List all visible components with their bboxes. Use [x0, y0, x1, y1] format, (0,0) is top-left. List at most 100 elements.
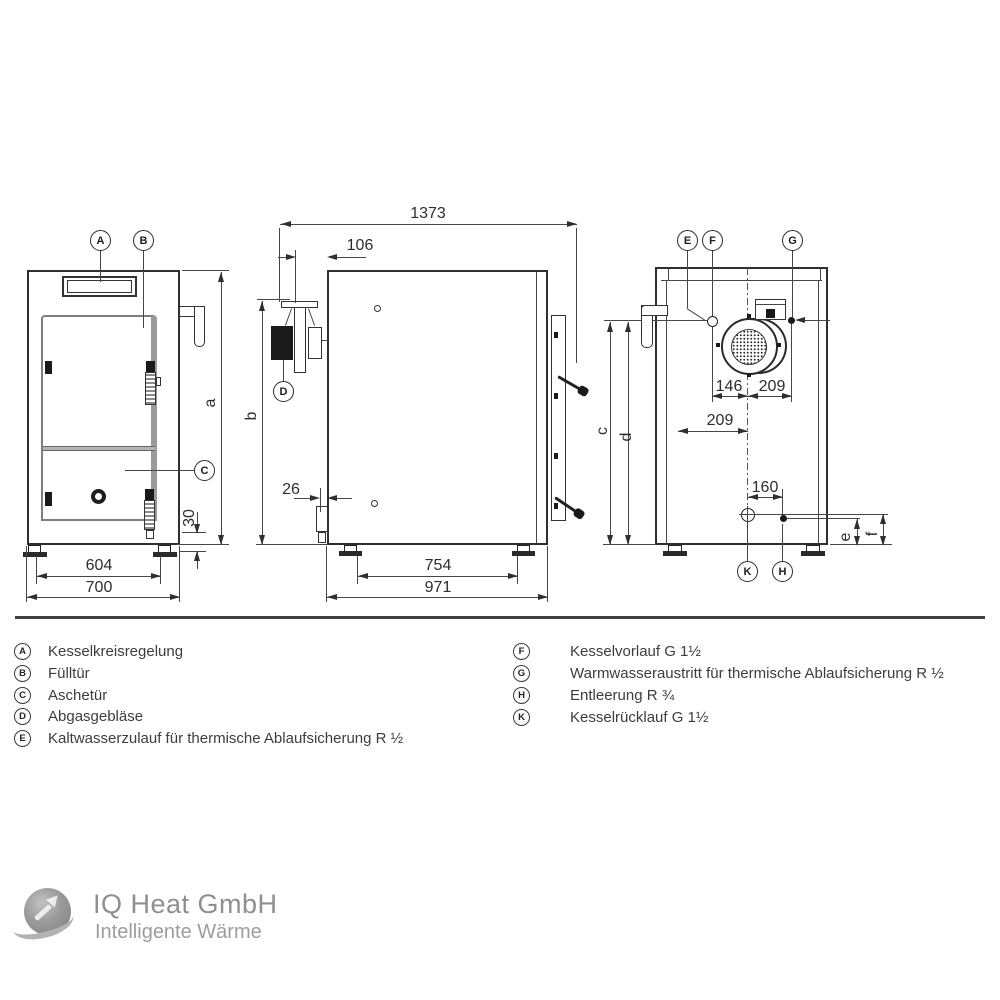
- legend-key-C: C: [14, 687, 31, 704]
- centerline: [747, 268, 749, 508]
- ext-line: [547, 546, 549, 602]
- connection-F: [707, 316, 718, 327]
- latch-upper-body: [145, 372, 156, 405]
- rear-wall-right: [818, 280, 820, 543]
- ext-line: [160, 556, 162, 584]
- ext-line: [603, 544, 656, 546]
- legend-key-G: G: [513, 665, 530, 682]
- dim-line-d: [628, 322, 630, 544]
- dim-line-f: [883, 514, 885, 545]
- ext-line: [295, 250, 297, 303]
- separator-line: [15, 616, 985, 619]
- fan-grille: [731, 329, 767, 365]
- bottom-fitting: [316, 506, 328, 532]
- front-foot-left-base: [23, 552, 47, 557]
- legend-key-H: H: [513, 687, 530, 704]
- dim-label-c: c: [594, 427, 611, 435]
- legend-text-E: Kaltwasserzulauf für thermische Ablaufsi…: [48, 730, 404, 747]
- legend-text-F: Kesselvorlauf G 1½: [570, 643, 701, 660]
- dim-label-971: 971: [424, 579, 452, 596]
- ext-line: [576, 228, 578, 363]
- callout-A: A: [90, 230, 111, 251]
- legend-key-D: D: [14, 708, 31, 725]
- legend-text-C: Aschetür: [48, 687, 108, 704]
- callout-K: K: [737, 561, 758, 582]
- dim-label-30: 30: [181, 509, 198, 527]
- dim-label-146: 146: [715, 378, 743, 395]
- hinge-lower: [45, 492, 52, 506]
- dim-line-700: [26, 597, 180, 599]
- front-pipe-vertical: [194, 306, 205, 347]
- rear-wall-left: [666, 280, 668, 543]
- leader-B: [143, 251, 145, 328]
- blower-housing: [271, 326, 293, 360]
- dim-label-160: 160: [751, 479, 779, 496]
- dim-label-106: 106: [346, 237, 374, 254]
- dim-line-c: [610, 322, 612, 544]
- front-foot-right-base: [153, 552, 177, 557]
- latch-upper-pin: [156, 377, 161, 386]
- legend-key-E: E: [14, 730, 31, 747]
- legend-text-B: Fülltür: [48, 665, 90, 682]
- panel-hole-lower: [371, 500, 378, 507]
- legend-text-K: Kesselrücklauf G 1½: [570, 709, 709, 726]
- ext-line: [36, 556, 38, 584]
- dim-label-d: d: [618, 432, 635, 442]
- leader-E: [687, 251, 689, 308]
- ext-line: [176, 544, 229, 546]
- callout-E: E: [677, 230, 698, 251]
- ext-line: [179, 546, 181, 602]
- legend-text-G: Warmwasseraustritt für thermische Ablauf…: [570, 665, 944, 682]
- leader-H: [782, 524, 784, 561]
- control-panel-window: [67, 280, 132, 293]
- latch-upper-cap: [146, 361, 155, 372]
- dim-label-b: b: [243, 411, 260, 421]
- dim-line-971: [326, 597, 548, 599]
- rear-body-outline: [655, 267, 828, 545]
- connection-G: [788, 317, 795, 324]
- blower-flange: [294, 307, 306, 373]
- dim-label-700: 700: [85, 579, 113, 596]
- ext-line: [320, 488, 322, 512]
- side-body-outline: [327, 270, 548, 545]
- legend-key-K: K: [513, 709, 530, 726]
- ext-line: [256, 544, 327, 546]
- legend-key-F: F: [513, 643, 530, 660]
- ash-door-knob: [91, 489, 106, 504]
- ext-line: [182, 270, 229, 272]
- dim-line-604: [36, 576, 161, 578]
- dim-line-160: [748, 497, 783, 499]
- ext-line: [712, 327, 714, 402]
- leader-D: [283, 360, 285, 381]
- blower-mount-plate: [308, 327, 322, 359]
- legend-key-A: A: [14, 643, 31, 660]
- rear-lid-line: [661, 280, 822, 282]
- legend-text-H: Entleerung R ¾: [570, 687, 675, 704]
- legend-text-A: Kesselkreisregelung: [48, 643, 184, 660]
- ext-line: [26, 546, 28, 602]
- callout-G: G: [782, 230, 803, 251]
- dim-label-754: 754: [424, 557, 452, 574]
- ext-line: [179, 551, 206, 553]
- door-divider: [43, 446, 155, 451]
- latch-lower-tail: [146, 530, 154, 539]
- leader-K: [747, 524, 749, 561]
- ext-line: [326, 546, 328, 602]
- leader-F: [712, 251, 714, 316]
- rear-door-panel: [551, 315, 566, 521]
- ext-line: [517, 556, 519, 584]
- callout-B: B: [133, 230, 154, 251]
- dim-line-a: [221, 272, 223, 544]
- ext-line: [791, 324, 793, 402]
- dim-label-26: 26: [282, 481, 300, 498]
- legend-key-B: B: [14, 665, 31, 682]
- callout-F: F: [702, 230, 723, 251]
- dim-label-604: 604: [85, 557, 113, 574]
- callout-H: H: [772, 561, 793, 582]
- ext-line: [830, 544, 892, 546]
- front-door-frame: [41, 315, 157, 521]
- leader-C: [125, 470, 194, 472]
- latch-lower-cap: [145, 489, 154, 500]
- dim-label-209b: 209: [706, 412, 734, 429]
- connection-H: [780, 515, 787, 522]
